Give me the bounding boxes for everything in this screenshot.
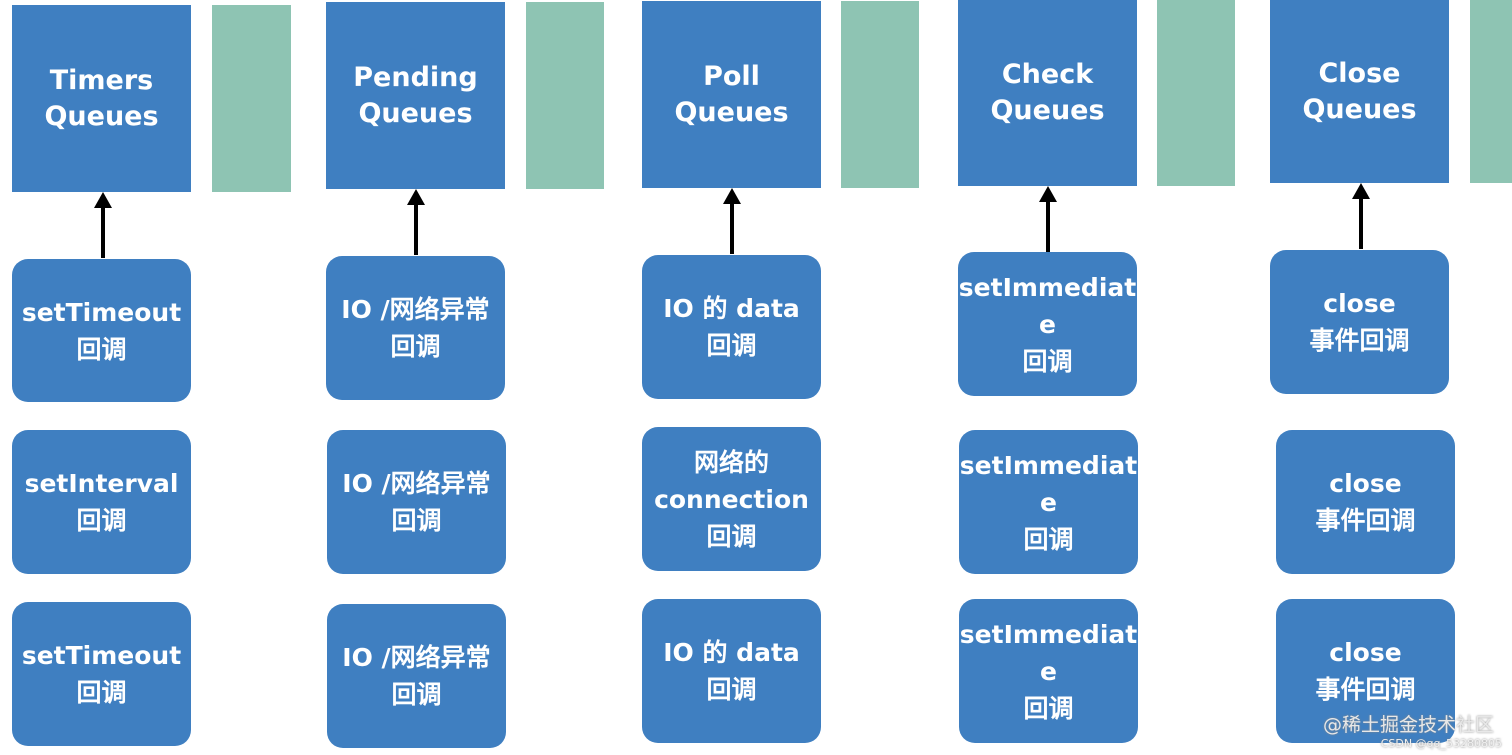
credit-text: CSDN @qq_53280805 — [1380, 737, 1502, 750]
close-queue-title: Close Queues — [1302, 57, 1417, 125]
pending-queue: Pending Queues — [326, 2, 505, 189]
close-callback-3: close 事件回调 — [1276, 599, 1455, 743]
pending-callback-2: IO /网络异常 回调 — [327, 430, 506, 574]
poll-callback-2: 网络的 connection 回调 — [642, 427, 821, 571]
poll-arrow-icon — [723, 188, 741, 254]
timers-callback-1: setTimeout 回调 — [12, 259, 191, 402]
close-callback-2: close 事件回调 — [1276, 430, 1455, 574]
poll-queue-title: Poll Queues — [674, 60, 789, 128]
check-queue: Check Queues — [958, 0, 1137, 186]
pending-queue-strip — [526, 2, 604, 189]
timers-callback-3: setTimeout 回调 — [12, 602, 191, 746]
check-arrow-icon — [1039, 186, 1057, 252]
check-callback-1: setImmediat e 回调 — [958, 252, 1137, 396]
watermark-text: @稀土掘金技术社区 — [1322, 714, 1494, 736]
poll-callback-3: IO 的 data 回调 — [642, 599, 821, 743]
pending-callback-3: IO /网络异常 回调 — [327, 604, 506, 748]
check-queue-strip — [1157, 0, 1235, 186]
timers-callback-2: setInterval 回调 — [12, 430, 191, 574]
close-queue-strip — [1470, 0, 1512, 183]
pending-arrow-icon — [407, 189, 425, 255]
close-callback-1: close 事件回调 — [1270, 250, 1449, 394]
check-queue-title: Check Queues — [990, 59, 1105, 126]
check-callback-3: setImmediat e 回调 — [959, 599, 1138, 743]
poll-queue-strip — [841, 1, 919, 188]
close-arrow-icon — [1352, 183, 1370, 249]
pending-queue-title: Pending Queues — [353, 61, 478, 129]
check-callback-2: setImmediat e 回调 — [959, 430, 1138, 574]
poll-callback-1: IO 的 data 回调 — [642, 255, 821, 399]
close-queue: Close Queues — [1270, 0, 1449, 183]
timers-arrow-icon — [94, 192, 112, 258]
poll-queue: Poll Queues — [642, 1, 821, 188]
timers-queue-strip — [212, 5, 291, 192]
pending-callback-1: IO /网络异常 回调 — [326, 256, 505, 400]
timers-queue: Timers Queues — [12, 5, 191, 192]
timers-queue-title: Timers Queues — [44, 64, 159, 132]
